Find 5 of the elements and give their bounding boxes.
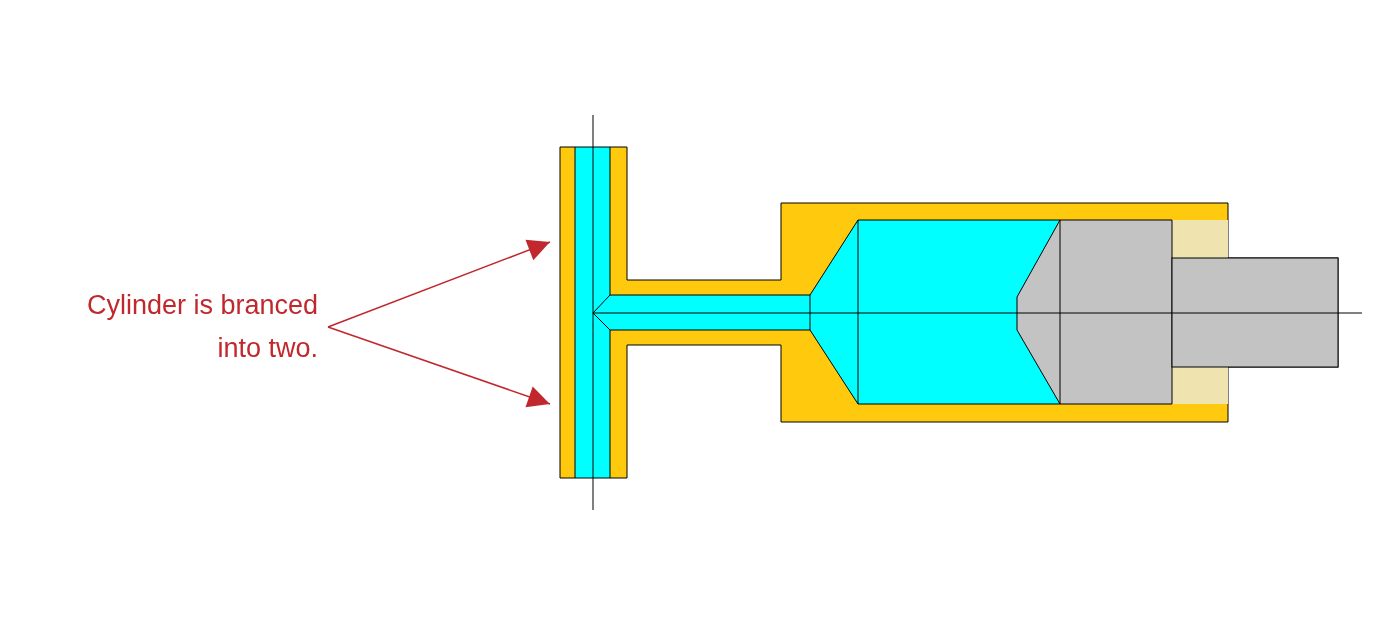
branch-pipe (559, 146, 628, 314)
callout-text: Cylinder is branced into two. (48, 284, 328, 370)
leader-arrow (327, 326, 551, 408)
branch-pipe (559, 312, 628, 479)
leader-arrow (327, 239, 551, 328)
